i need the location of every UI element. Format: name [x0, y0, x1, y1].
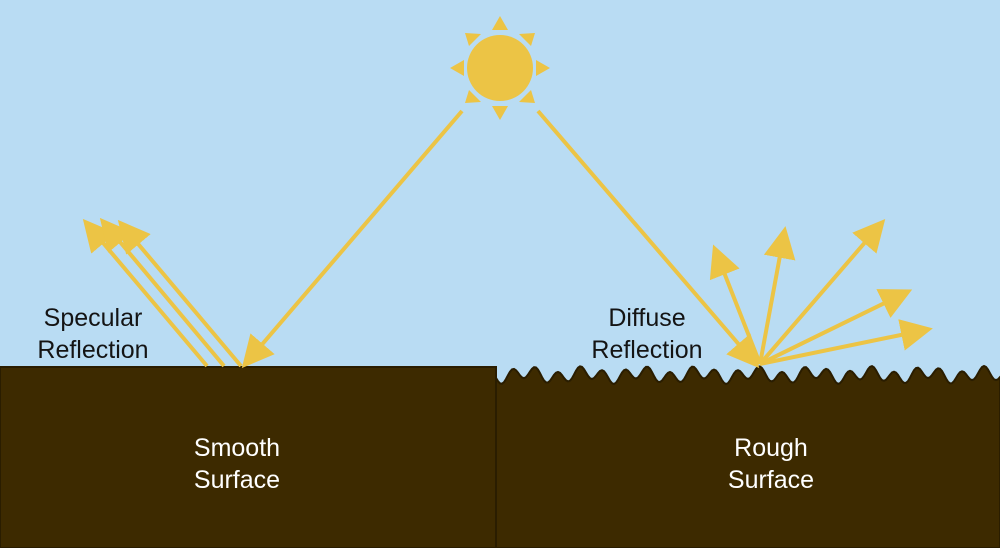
diffuse-ray-3: [758, 218, 886, 366]
specular-ray-3: [117, 219, 243, 368]
smooth-surface-label: Smooth Surface: [162, 432, 312, 496]
sun-disc: [467, 35, 533, 101]
smooth-surface: [0, 366, 497, 548]
specular-reflection-label: Specular Reflection: [18, 302, 168, 366]
rough-label-line-1: Rough: [734, 434, 808, 462]
incident-ray-rough: [536, 109, 760, 369]
rough-surface-label: Rough Surface: [696, 432, 846, 496]
diffuse-reflected-rays: [709, 218, 933, 366]
diffuse-ray-5: [759, 319, 933, 366]
specular-label-line-1: Specular: [43, 304, 143, 332]
diffuse-label-line-2: Reflection: [591, 336, 703, 364]
rough-surface: [495, 364, 1000, 548]
diffuse-ray-2: [758, 226, 796, 365]
smooth-label-line-2: Surface: [193, 466, 281, 494]
diffuse-ray-1: [709, 244, 762, 365]
smooth-label-line-1: Smooth: [193, 434, 281, 462]
diffuse-reflection-label: Diffuse Reflection: [572, 302, 722, 366]
diffuse-ray-4: [759, 289, 913, 366]
rough-label-line-2: Surface: [727, 466, 815, 494]
sun-rays: [450, 16, 550, 120]
diffuse-label-line-1: Diffuse: [608, 304, 686, 332]
incident-ray-smooth: [241, 109, 464, 369]
specular-label-line-2: Reflection: [37, 336, 149, 364]
sun-icon: [450, 16, 550, 120]
specular-reflected-rays: [82, 217, 243, 368]
